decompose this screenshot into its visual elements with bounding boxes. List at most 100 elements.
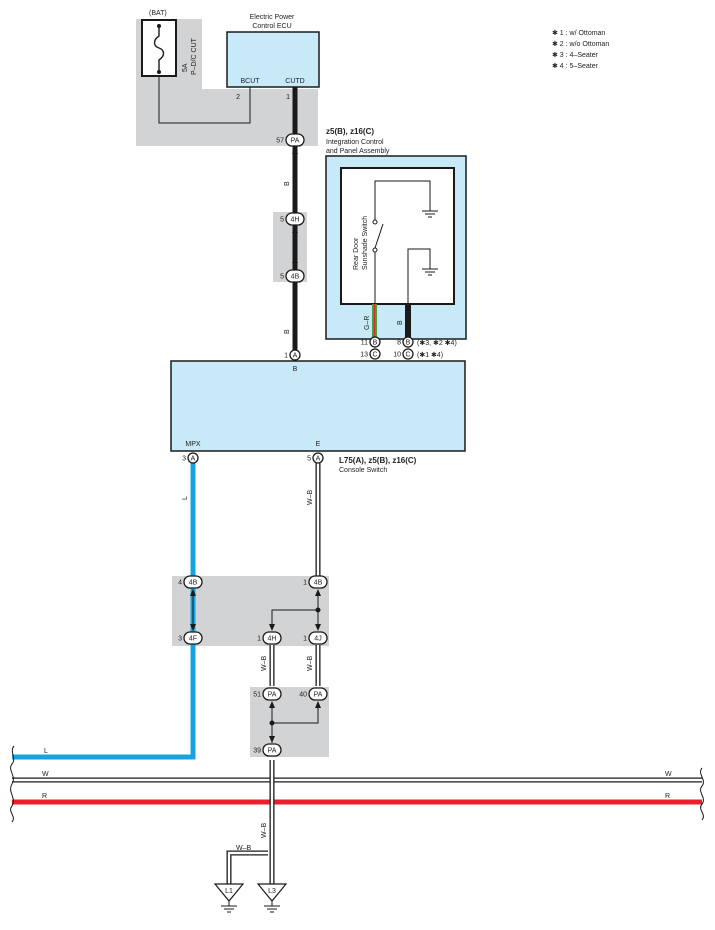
wire-b-inner [405, 304, 411, 338]
connector-pin: 3 [178, 636, 182, 643]
connector-c4h_mid: 4H1 [257, 624, 282, 645]
arrow-up-icon [292, 226, 298, 233]
ground-l3: L3 [256, 883, 288, 913]
connector-id: PA [268, 748, 277, 755]
ecu-title-1: Electric Power [250, 14, 295, 21]
connector-id: A [191, 456, 196, 463]
wire-wb-ground: W–B W–B [226, 760, 275, 884]
connector-a3: A3 [182, 452, 199, 464]
arrow-up-icon [292, 147, 298, 154]
integration-name-1: Integration Control [326, 139, 384, 146]
connector-id: 4B [291, 274, 300, 281]
ground-icon [221, 905, 237, 913]
connector-pin: 51 [253, 692, 261, 699]
fuse-ecu-junction-box [136, 19, 318, 146]
connector-c4j: 4J1 [303, 624, 328, 645]
wire-label-wb-4h: W–B [261, 656, 268, 672]
connector-pin: 57 [276, 138, 284, 145]
connector-id: A [293, 353, 298, 360]
note-3: ✱ 3 : 4–Seater [552, 51, 599, 59]
wire-label-l-vertical: L [182, 496, 189, 500]
wire-label-gr: G–R [364, 316, 371, 330]
ecu-pin-2: 2 [236, 94, 240, 101]
bus-label-l: L [44, 748, 48, 755]
note-1: ✱ 1 : w/ Ottoman [552, 29, 605, 37]
connector-c4b_right: 4B1 [303, 575, 328, 596]
console-switch-box [170, 360, 466, 452]
connector-id: 4H [291, 217, 300, 224]
bus-label-r-right: R [665, 793, 670, 800]
connector-pa57: PA 57 [276, 133, 305, 154]
connector-id: PA [268, 692, 277, 699]
arrow-down-icon [190, 624, 196, 631]
connector-id: PA [291, 138, 300, 145]
fuse-icon [153, 26, 165, 72]
arrow-up-icon [190, 589, 196, 596]
connector-id: C [405, 352, 410, 359]
wire-fuse-bcut [158, 76, 251, 124]
integration-code: z5(B), z16(C) [326, 127, 374, 136]
wire-label-b-upper: B [284, 181, 291, 186]
connector-a5: A5 [307, 452, 324, 464]
connector-pin: 5 [280, 274, 284, 281]
bus-lines: L W W R R [10, 745, 704, 823]
switch-icon [374, 223, 384, 249]
arrow-up-icon [269, 701, 275, 708]
ground-l3-label: L3 [268, 888, 276, 895]
connector-pa51: PA 51 [253, 687, 282, 708]
ecu-title-2: Control ECU [252, 23, 291, 30]
notes: ✱ 1 : w/ Ottoman ✱ 2 : w/o Ottoman ✱ 3 :… [552, 29, 609, 70]
integration-control-panel: z5(B), z16(C) Integration Control and Pa… [325, 127, 467, 340]
ground-l1: L1 [213, 883, 245, 913]
pin-note-b8: (✱3, ✱2 ✱4) [417, 339, 457, 347]
fuse-p-dc-cut: (BAT) 5A P–D/C CUT [141, 10, 198, 77]
connector-id: A [316, 456, 321, 463]
arrow-up-icon [315, 701, 321, 708]
ecu-pin-1: 1 [286, 94, 290, 101]
bus-label-w-left: W [42, 771, 49, 778]
connector-pin: 39 [253, 748, 261, 755]
pin-note-c10: (✱1 ✱4) [417, 351, 443, 359]
ground-icon [264, 905, 280, 913]
arrow-up-icon [315, 589, 321, 596]
wire-label-wb-lower: W–B [261, 823, 268, 839]
ground-triangle-icon [256, 883, 288, 902]
connector-c4b_left: 4B4 [178, 575, 203, 596]
switch-label-2: Sunshade Switch [362, 216, 369, 270]
connector-pin: 5 [280, 217, 284, 224]
wire-wb-e: W–B [307, 460, 321, 576]
integration-name-2: and Panel Assembly [326, 148, 390, 155]
ecu-pin-bcut-label: BCUT [240, 78, 260, 85]
connector-pin: 40 [299, 692, 307, 699]
connector-pin: 3 [182, 456, 186, 463]
switch-label-1: Rear Door [353, 237, 360, 270]
integration-inner-box [340, 167, 455, 305]
wire-l-mpx: L [12, 460, 196, 760]
connector-a1: A1 [284, 349, 301, 361]
console-switch: B MPX E L75(A), z5(B), z16(C) Console Sw… [170, 360, 466, 474]
connector-id: B [373, 340, 378, 347]
connector-b8: B8 [397, 336, 414, 348]
connector-id: 4B [314, 580, 323, 587]
connector-c10: C10 [393, 348, 414, 360]
ground-triangle-icon [213, 883, 245, 902]
fuse-rating: 5A [182, 63, 189, 72]
connector-pin: 1 [257, 636, 261, 643]
connector-b11: B 11 [361, 336, 381, 348]
console-code: L75(A), z5(B), z16(C) [339, 456, 417, 465]
arrow-down-icon [315, 624, 321, 631]
bat-label: (BAT) [149, 10, 167, 17]
ground-icon-switch-2 [422, 268, 438, 276]
connector-pa39: PA 39 [253, 736, 282, 757]
wire-wb-4h-4j: W–B W–B [261, 645, 321, 686]
note-4: ✱ 4 : 5–Seater [552, 62, 599, 70]
connector-c4h_top: 4H 5 [280, 212, 305, 233]
connector-pin: 11 [361, 340, 368, 347]
wire-label-b-inner: B [397, 320, 404, 325]
ecu-pin-cutd-label: CUTD [285, 78, 304, 85]
arrow-down-icon [269, 736, 275, 743]
console-pin-mpx-label: MPX [185, 441, 201, 448]
